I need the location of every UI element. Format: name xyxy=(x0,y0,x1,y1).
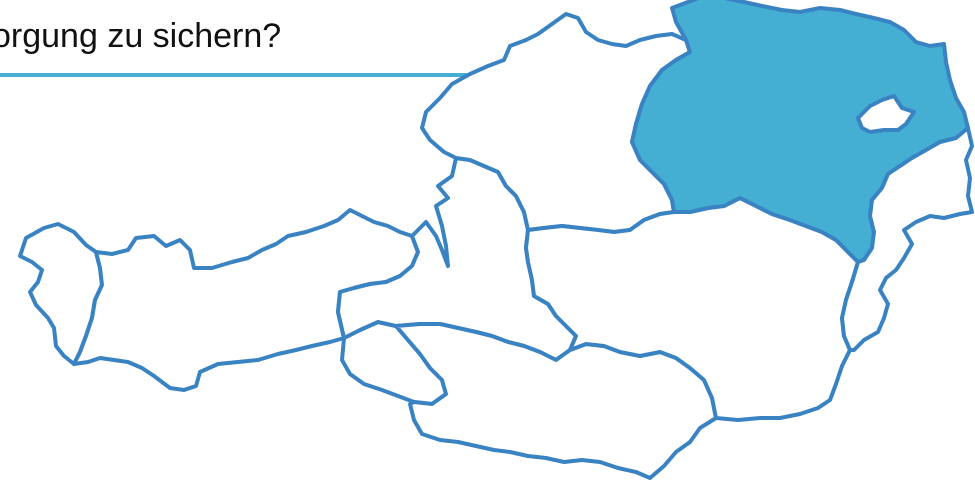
region-kaernten[interactable] xyxy=(394,322,718,480)
title-underline xyxy=(0,73,520,77)
region-burgenland[interactable] xyxy=(840,126,974,352)
slide-title: orgung zu sichern? xyxy=(0,17,282,55)
region-wien[interactable] xyxy=(856,94,916,134)
